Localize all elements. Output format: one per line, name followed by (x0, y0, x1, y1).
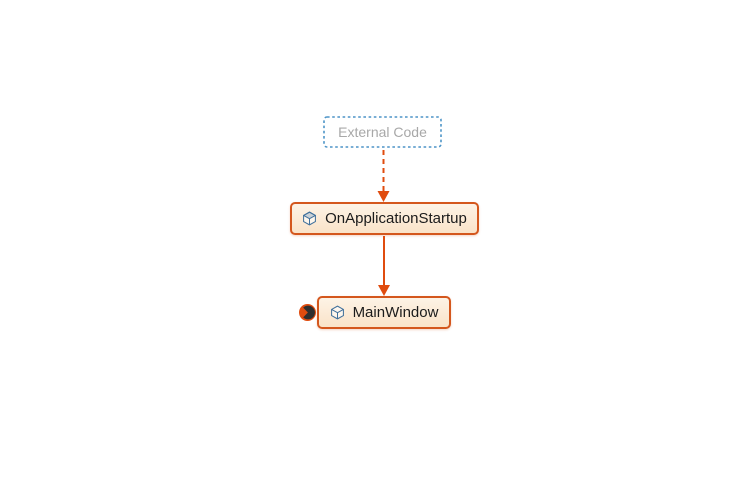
node-label: External Code (338, 124, 427, 140)
arrowhead-icon (378, 285, 390, 296)
node-label: MainWindow (352, 304, 439, 321)
edge-external-to-startup (377, 150, 390, 202)
node-label: OnApplicationStartup (325, 210, 467, 227)
expand-children-badge[interactable] (299, 304, 316, 321)
cube-class-icon (330, 305, 345, 320)
dashed-border (323, 116, 442, 148)
edge-startup-to-mainwindow (378, 236, 390, 296)
node-main-window[interactable]: MainWindow (317, 296, 451, 329)
node-on-application-startup[interactable]: OnApplicationStartup (290, 202, 479, 235)
node-external-code[interactable]: External Code (323, 116, 442, 148)
cube-method-icon (302, 211, 317, 226)
arrowhead-icon (377, 191, 390, 202)
